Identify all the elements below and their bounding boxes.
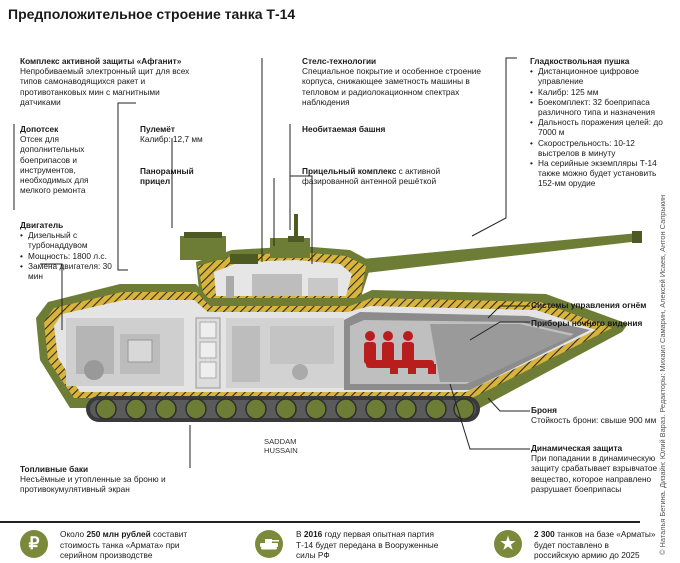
callout-machine-gun: Пулемёт Калибр: 12,7 мм [140,124,230,144]
turret [180,214,372,300]
callout-title: Панорамный прицел [140,166,194,187]
credit-line: © Наталья Бетина. Дизайн: Юлий Вараз. Ре… [658,194,667,555]
callout-item: Боекомплект: 32 боеприпаса различного ти… [530,97,668,117]
panoramic-sight-body [180,236,226,260]
running-gear [86,396,480,422]
callout-item: Дальность поражения целей: до 7000 м [530,117,668,137]
watermark: SADDAM HUSSAIN [264,437,324,455]
callout-title: Комплекс активной защиты «Афганит» [20,56,182,66]
callout-title: Гладкоствольная пушка [530,56,630,66]
callout-title: Системы управления огнём [531,300,647,310]
star-icon: ★ [494,530,522,558]
fact-highlight: 2016 [303,529,323,539]
fact-pre: Около [60,529,87,539]
tank-icon [255,530,283,558]
footer-fact-cost: Около 250 млн рублей составит стоимость … [60,529,190,561]
callout-item: Мощность: 1800 л.с. [20,251,116,261]
callout-item: Замена двигателя: 30 мин [20,261,116,281]
footer-divider [0,521,640,523]
callout-item: На серийные экземпляры Т-14 также можно … [530,158,668,189]
page-title: Предположительное строение танка Т-14 [8,6,296,22]
callout-fuel-tanks: Топливные баки Несъёмные и утопленные за… [20,464,195,495]
callout-night-vision: Приборы ночного видения [531,318,661,328]
callout-title: Динамическая защита [531,443,623,453]
callout-text: При попадании в динамическую защиту сраб… [531,453,658,494]
callout-text: Специальное покрытие и особенное строени… [302,66,482,107]
callout-item: Скорострельность: 10-12 выстрелов в мину… [530,138,668,158]
callout-aiming-complex: Прицельный комплекс с активной фазирован… [302,166,442,186]
hull [36,284,628,408]
mg-mount [294,214,298,242]
callout-item: Калибр: 125 мм [530,87,668,97]
callout-title: Двигатель [20,220,64,230]
fact-highlight: 2 300 [534,529,555,539]
callout-text: с активной фазированной антенной решётко… [302,166,441,187]
callout-title: Топливные баки [20,464,89,474]
fact-post: составит стоимость танка «Армата» при се… [60,529,188,560]
callout-title: Броня [531,405,557,415]
callout-title: Пулемёт [140,124,175,134]
callout-item: Дистанционное цифровое управление [530,66,668,86]
callout-item: Дизельный с турбонаддувом [20,230,116,250]
callout-text: Стойкость брони: свыше 900 мм [531,415,657,426]
fact-highlight: 250 млн рублей [86,529,151,539]
callout-stealth: Стелс-технологии Специальное покрытие и … [302,56,482,107]
callout-panoramic-sight: Панорамный прицел [140,166,202,186]
callout-text: Несъёмные и утопленные за броню и против… [20,474,166,495]
callout-text: Калибр: 12,7 мм [140,134,203,145]
fact-post: танков на базе «Арматы» будет поставлено… [534,529,656,563]
callout-gun: Гладкоствольная пушка Дистанционное цифр… [530,56,668,189]
callout-fire-control: Системы управления огнём [531,300,661,310]
fact-post: году первая опытная партия Т-14 будет пе… [296,529,439,560]
footer-fact-supply: 2 300 танков на базе «Арматы» будет пост… [534,529,656,563]
callout-dynamic-protection: Динамическая защита При попадании в дина… [531,443,661,494]
watermark-line: HUSSAIN [264,446,298,455]
callout-title: Прицельный комплекс [302,166,397,176]
callout-title: Необитаемая башня [302,124,386,134]
callout-title: Стелс-технологии [302,56,377,66]
fact-pre: В [296,529,304,539]
callout-uninhabited-turret: Необитаемая башня [302,124,452,134]
callout-text: Отсек для дополнительных боеприпасов и и… [20,134,89,196]
callout-engine: Двигатель Дизельный с турбонаддувом Мощн… [20,220,116,281]
callout-armor: Броня Стойкость брони: свыше 900 мм [531,405,666,425]
callout-text: Непробиваемый электронный щит для всех т… [20,66,190,107]
ruble-icon: ₽ [20,530,48,558]
leader-lines [13,57,530,468]
callout-afganit: Комплекс активной защиты «Афганит» Непро… [20,56,195,107]
gun-barrel [330,231,642,277]
footer-fact-2016: В 2016 году первая опытная партия Т-14 б… [296,529,446,561]
watermark-line: SADDAM [264,437,297,446]
callout-title: Приборы ночного видения [531,318,643,328]
callout-title: Допотсек [20,124,59,134]
crew-figures [364,331,436,374]
callout-extra-compartment: Допотсек Отсек для дополнительных боепри… [20,124,108,195]
